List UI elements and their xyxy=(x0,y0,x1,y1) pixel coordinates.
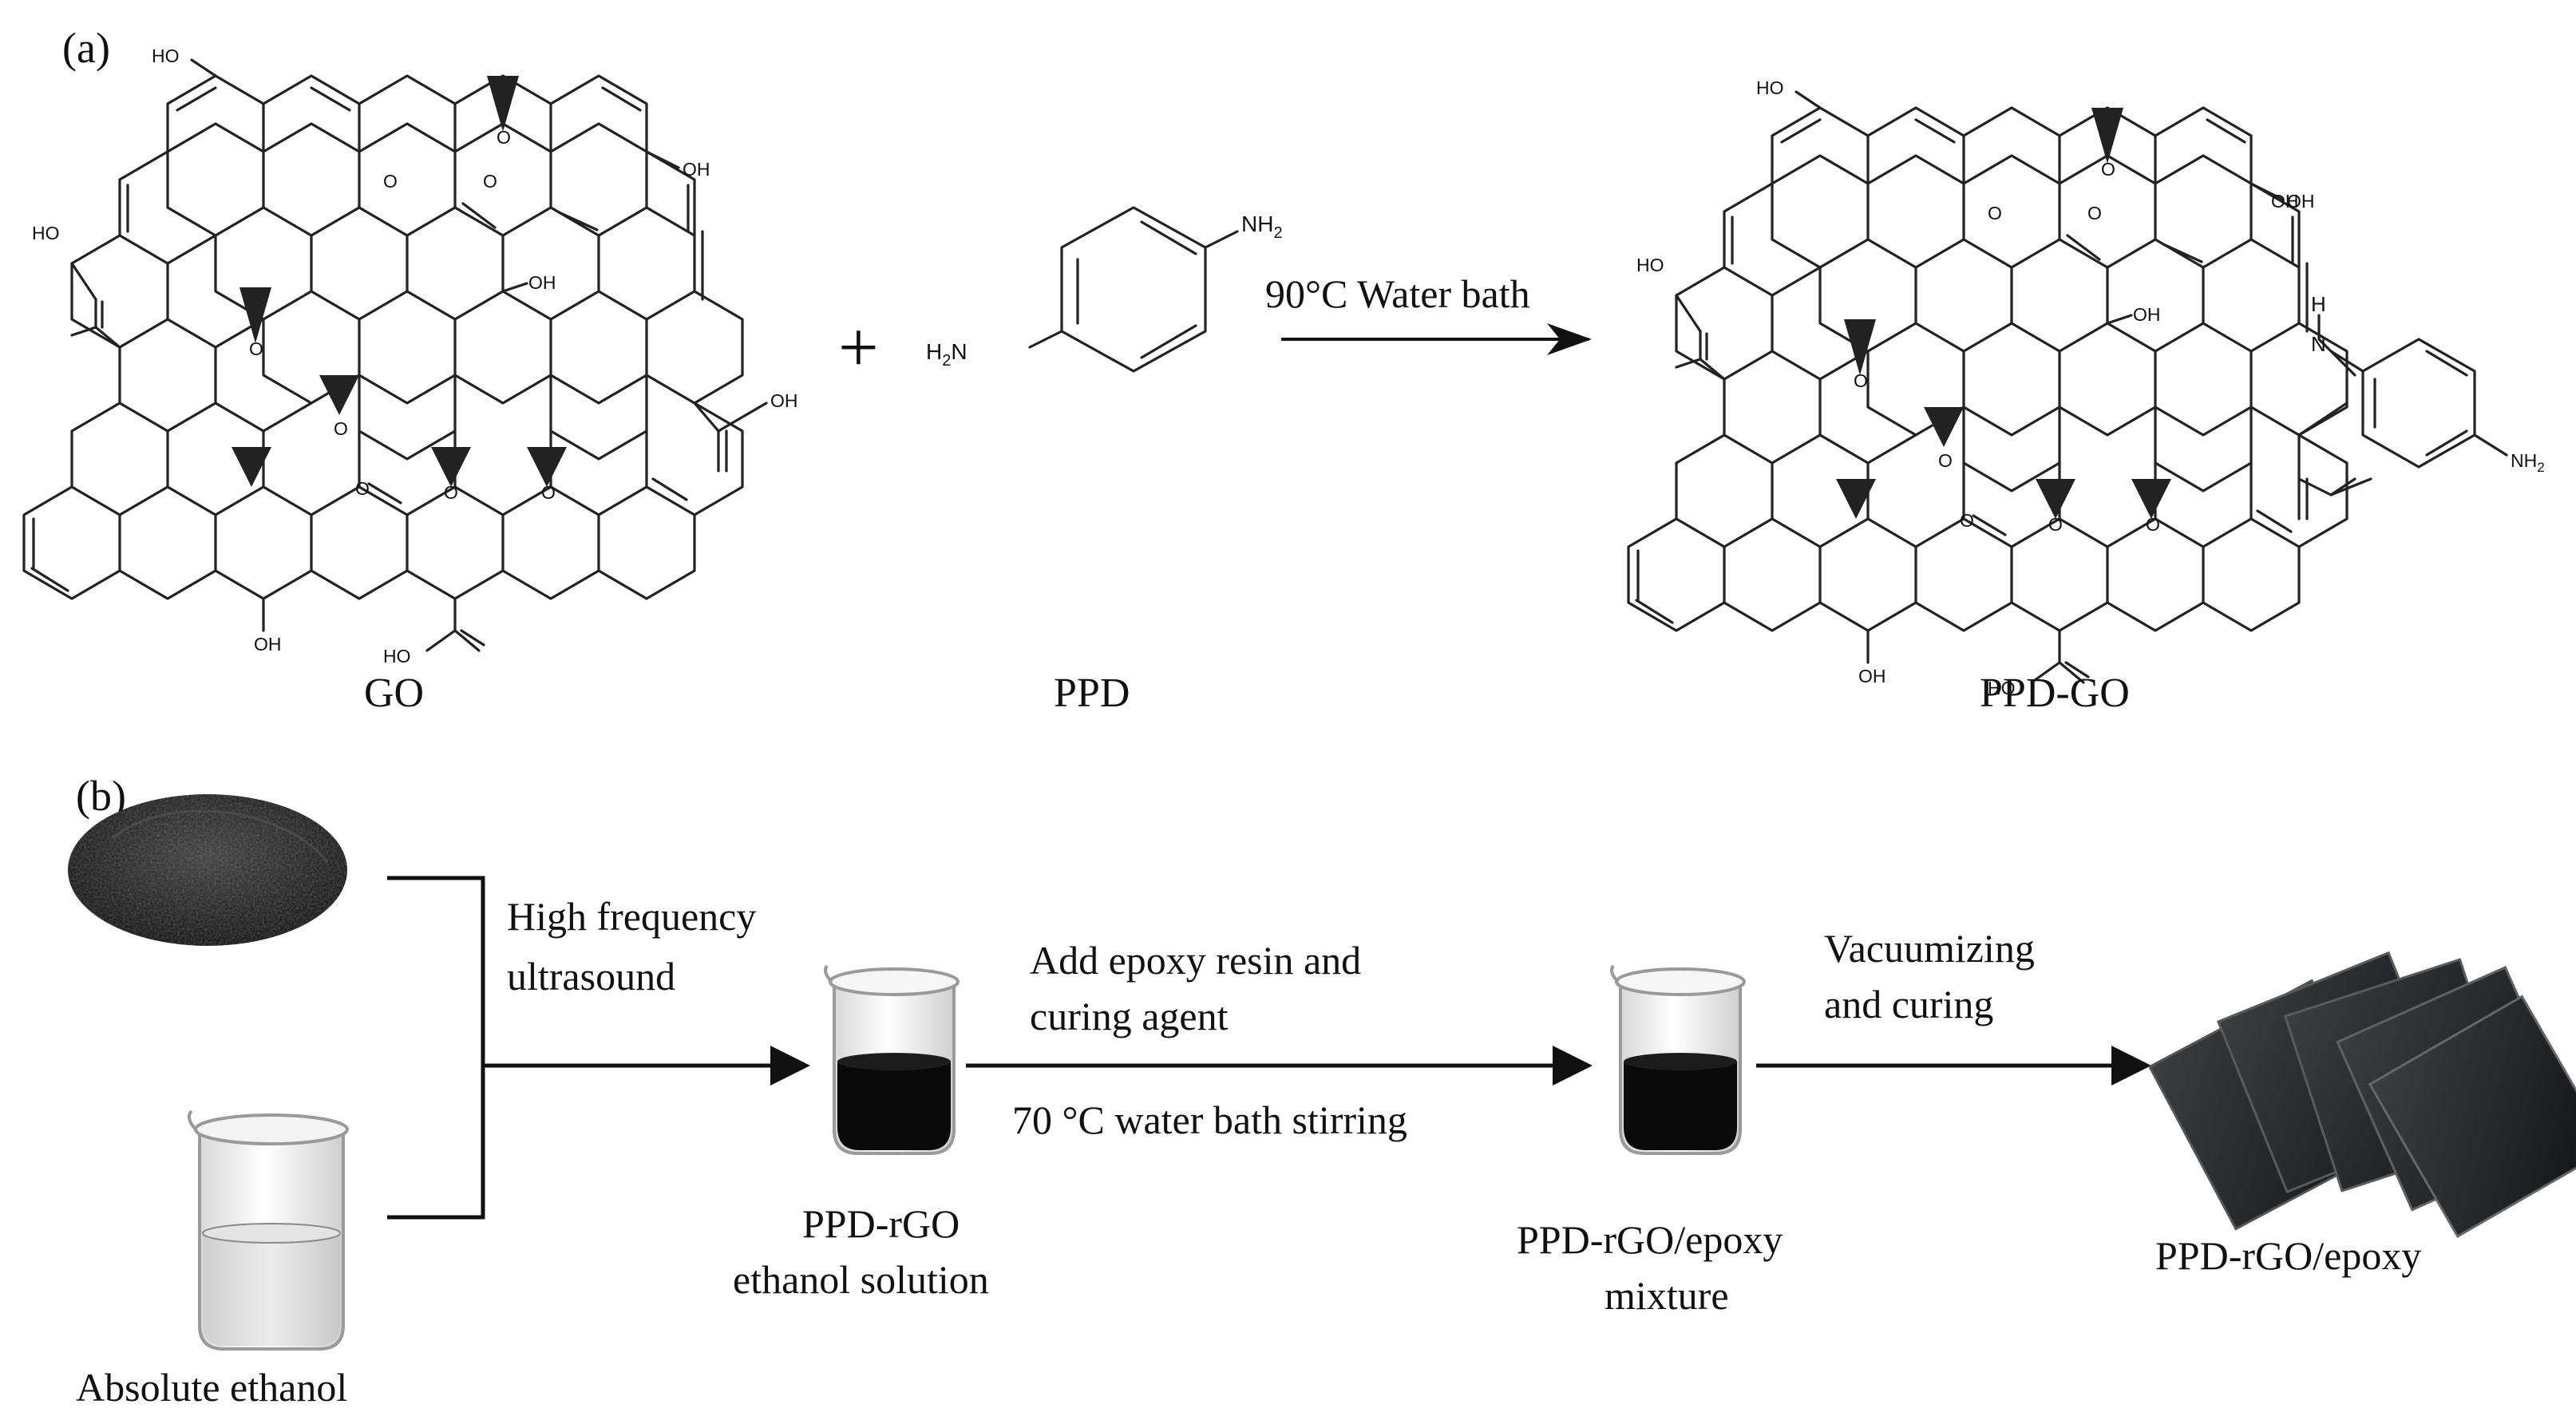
go-structure: OH xyxy=(22,44,798,668)
go-label: GO xyxy=(364,670,424,716)
panel-b-label: (b) xyxy=(76,772,126,820)
solution-line2: ethanol solution xyxy=(733,1257,989,1302)
input-bracket xyxy=(387,876,485,1220)
step3-line2: and curing xyxy=(1824,982,1993,1026)
step1-line1: High frequency xyxy=(507,894,756,939)
product-label: PPD-rGO/epoxy xyxy=(2155,1233,2421,1278)
ppd-go-label: PPD-GO xyxy=(1980,670,2130,716)
ppd-structure: NH2 H2N xyxy=(926,206,1283,373)
step3-line1: Vacuumizing xyxy=(1824,926,2035,971)
ppd-go-structure: H N NH2 OH xyxy=(1627,76,2545,700)
reaction-condition: 90°C Water bath xyxy=(1265,271,1530,316)
mixture-beaker xyxy=(1610,964,1746,1155)
plus-sign: + xyxy=(838,308,879,387)
ethanol-label: Absolute ethanol xyxy=(76,1365,347,1410)
panel-a-label: (a) xyxy=(62,24,110,72)
solution-line1: PPD-rGO xyxy=(802,1201,960,1246)
step2-line1: Add epoxy resin and xyxy=(1030,938,1361,983)
ethanol-beaker xyxy=(187,1109,349,1351)
go-carboxyl-oh-right: OH xyxy=(770,390,798,411)
step2-below: 70 °C water bath stirring xyxy=(1012,1098,1407,1142)
composite-plates xyxy=(2147,951,2576,1238)
ppd-nh2-left: H2N xyxy=(926,339,967,370)
step1-line2: ultrasound xyxy=(507,954,675,999)
amide-n: N xyxy=(2311,332,2326,356)
ppd-label: PPD xyxy=(1054,670,1130,716)
ppd-go-amine: NH2 xyxy=(2511,450,2545,475)
ppd-nh2-top: NH2 xyxy=(1241,212,1283,242)
step2-line2: curing agent xyxy=(1030,994,1229,1038)
ppd-go-oh-right: OH xyxy=(2271,191,2299,212)
amide-h: H xyxy=(2311,292,2326,316)
solution-beaker xyxy=(824,964,960,1155)
powder-image xyxy=(68,794,347,946)
mixture-line2: mixture xyxy=(1605,1273,1729,1318)
mixture-line1: PPD-rGO/epoxy xyxy=(1517,1217,1783,1262)
